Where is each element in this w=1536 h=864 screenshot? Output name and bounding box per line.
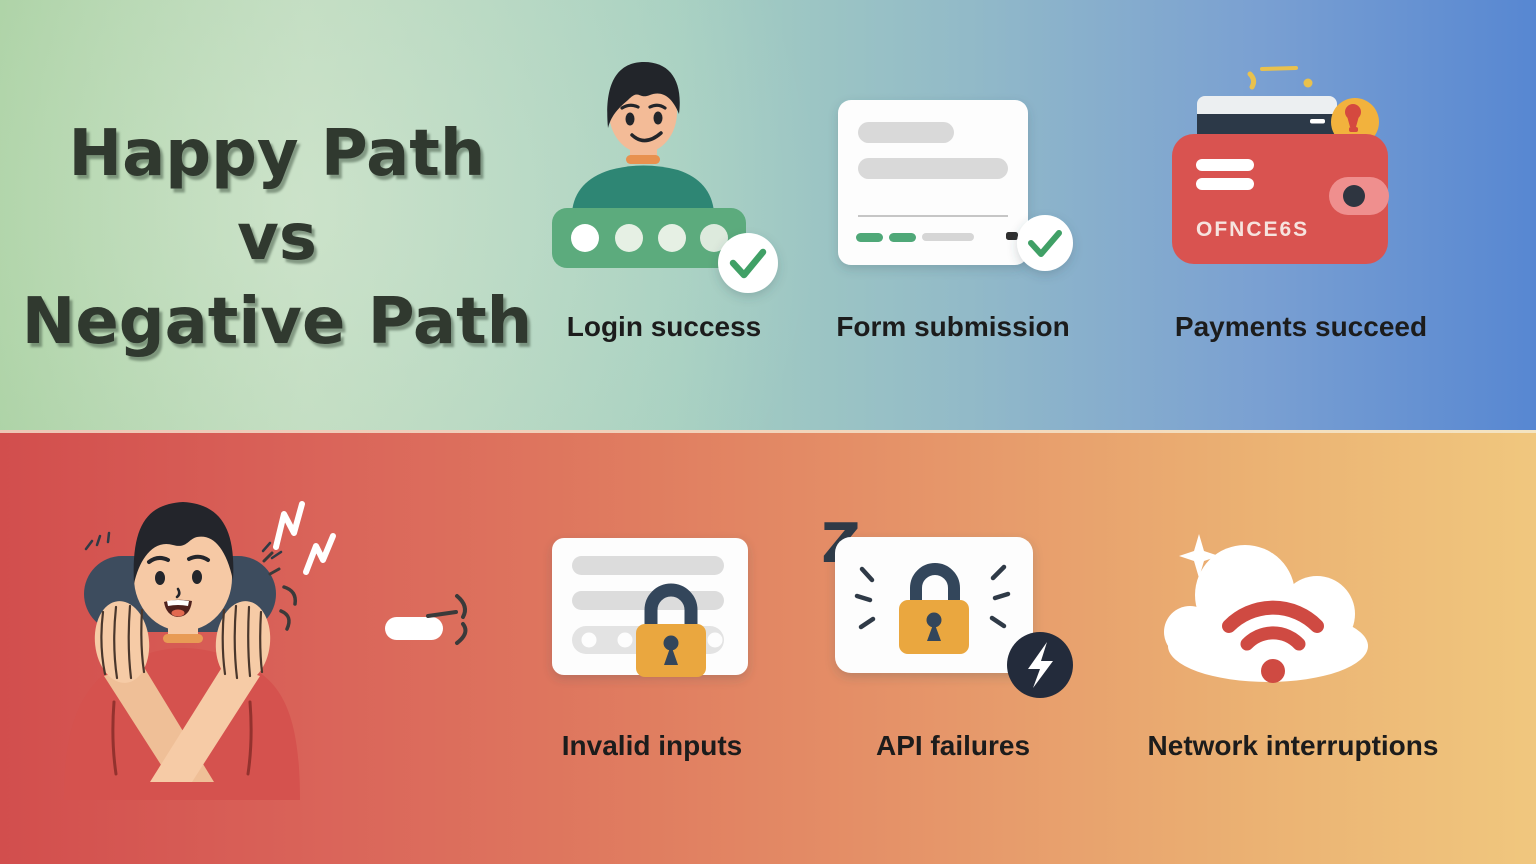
wallet-brand-text: OFNCE6S xyxy=(1196,218,1309,241)
password-field xyxy=(552,208,746,268)
label-form-submission: Form submission xyxy=(836,311,1070,342)
person-hands xyxy=(94,601,271,683)
person-body xyxy=(64,648,300,800)
angry-dash-icon xyxy=(385,594,468,645)
check-icon xyxy=(1017,215,1073,271)
wallet-body: OFNCE6S xyxy=(1172,134,1389,264)
label-login-success: Login success xyxy=(566,311,762,342)
wifi-icon xyxy=(1222,600,1324,683)
stress-zigzag-icon xyxy=(273,501,336,575)
avatar-icon xyxy=(572,62,714,212)
user-password-check-icon xyxy=(552,62,778,293)
label-api-failures: API failures xyxy=(875,730,1031,761)
label-network-interruptions: Network interruptions xyxy=(1147,730,1439,761)
title-line-happy: Happy Path xyxy=(68,117,486,191)
padlock-icon xyxy=(636,583,706,677)
padlock-icon xyxy=(899,563,969,654)
spark-marks xyxy=(854,564,1011,630)
person-head xyxy=(133,502,234,643)
form-padlock-icon xyxy=(552,538,748,677)
sparkle-icon xyxy=(1179,534,1219,578)
title-line-negative: Negative Path xyxy=(21,285,533,359)
form-check-icon xyxy=(838,100,1073,271)
title-line-vs: vs xyxy=(237,201,317,275)
check-icon xyxy=(718,233,778,293)
cloud-wifi-icon xyxy=(1164,534,1368,683)
frustrated-person-illustration xyxy=(64,501,336,800)
annoyance-scribble-icon xyxy=(262,551,298,631)
label-invalid-inputs: Invalid inputs xyxy=(561,730,743,761)
bolt-badge-icon xyxy=(1007,632,1073,698)
wallet-coin-icon: OFNCE6S xyxy=(1172,66,1389,264)
padlock-bolt-icon: Z xyxy=(821,512,1073,698)
bank-card-icon xyxy=(1197,96,1337,138)
label-payments-succeed: Payments succeed xyxy=(1174,311,1428,342)
sparkle-icon xyxy=(1247,66,1313,90)
page-title: Happy Path vs Negative Path xyxy=(16,112,538,364)
